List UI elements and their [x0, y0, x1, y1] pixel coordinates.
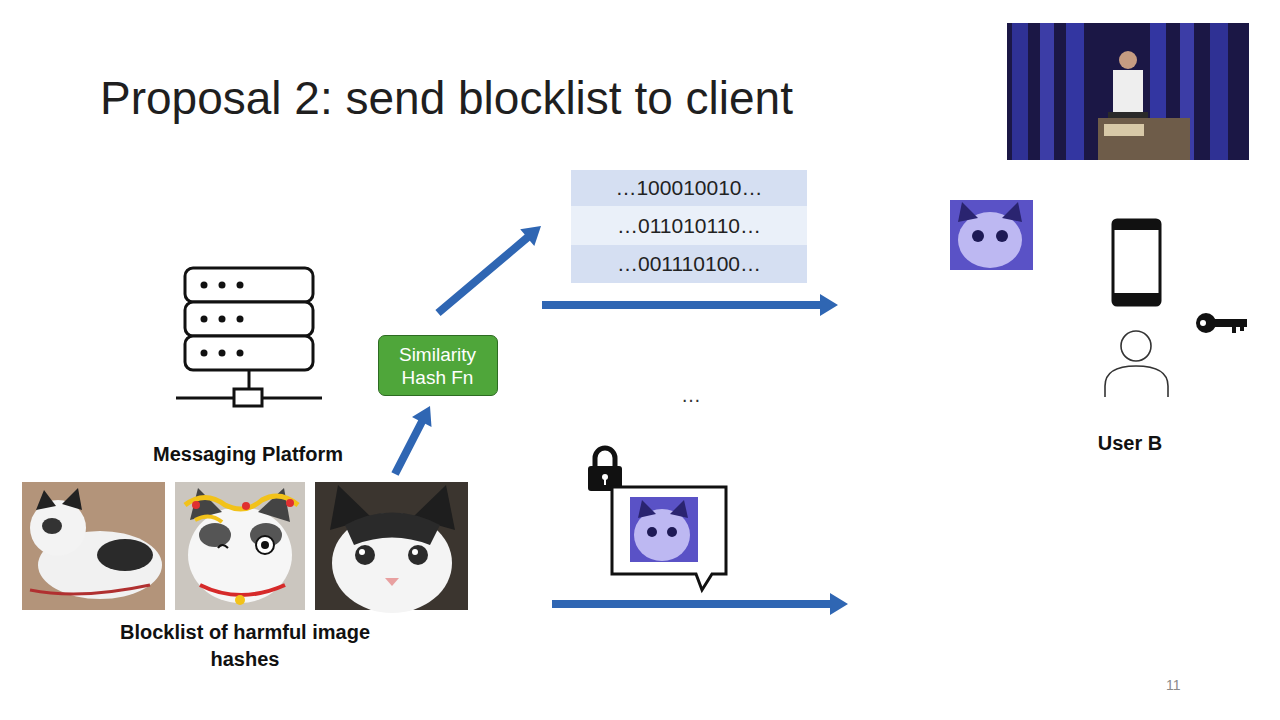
blocklist-node: Blocklist of harmful image hashes: [22, 482, 468, 673]
lock-icon: [588, 448, 622, 491]
chat-bubble: [612, 487, 726, 590]
key-icon: [1196, 313, 1247, 333]
ellipsis: …: [681, 384, 701, 407]
hash-band: …001110100…: [571, 245, 807, 283]
node-text: User B: [1068, 431, 1192, 455]
node-text: Messaging Platform: [140, 442, 356, 466]
node-text: Blocklist of harmful image hashes: [100, 619, 390, 673]
node-text: …001110100…: [617, 252, 761, 276]
purple-cat: [630, 497, 698, 562]
transfer-arrow: [542, 294, 838, 316]
person-icon: [1105, 331, 1168, 397]
slide-title: Proposal 2: send blocklist to client: [100, 70, 793, 126]
node-text: …011010110…: [617, 214, 761, 238]
hash-band: …011010110…: [571, 206, 807, 245]
hash-band: …100010010…: [571, 170, 807, 206]
node-text: …100010010…: [615, 176, 762, 200]
transfer-arrow: [552, 593, 848, 615]
user-node: User B: [1068, 325, 1192, 455]
cat-photo: [175, 482, 305, 610]
node-text: Similarity Hash Fn: [386, 343, 490, 389]
hash-function-box: Similarity Hash Fn: [378, 335, 498, 396]
flow-arrow: [391, 406, 431, 476]
server-node: Messaging Platform: [140, 262, 356, 466]
page-number: 11: [1166, 677, 1181, 693]
flow-arrow: [435, 226, 541, 316]
cat-photo: [22, 482, 165, 610]
phone-icon: [1113, 220, 1160, 305]
cat-photo: [315, 482, 468, 613]
speaker-video: [1007, 23, 1249, 160]
server-icon: [176, 268, 322, 406]
purple-cat: [950, 200, 1033, 270]
